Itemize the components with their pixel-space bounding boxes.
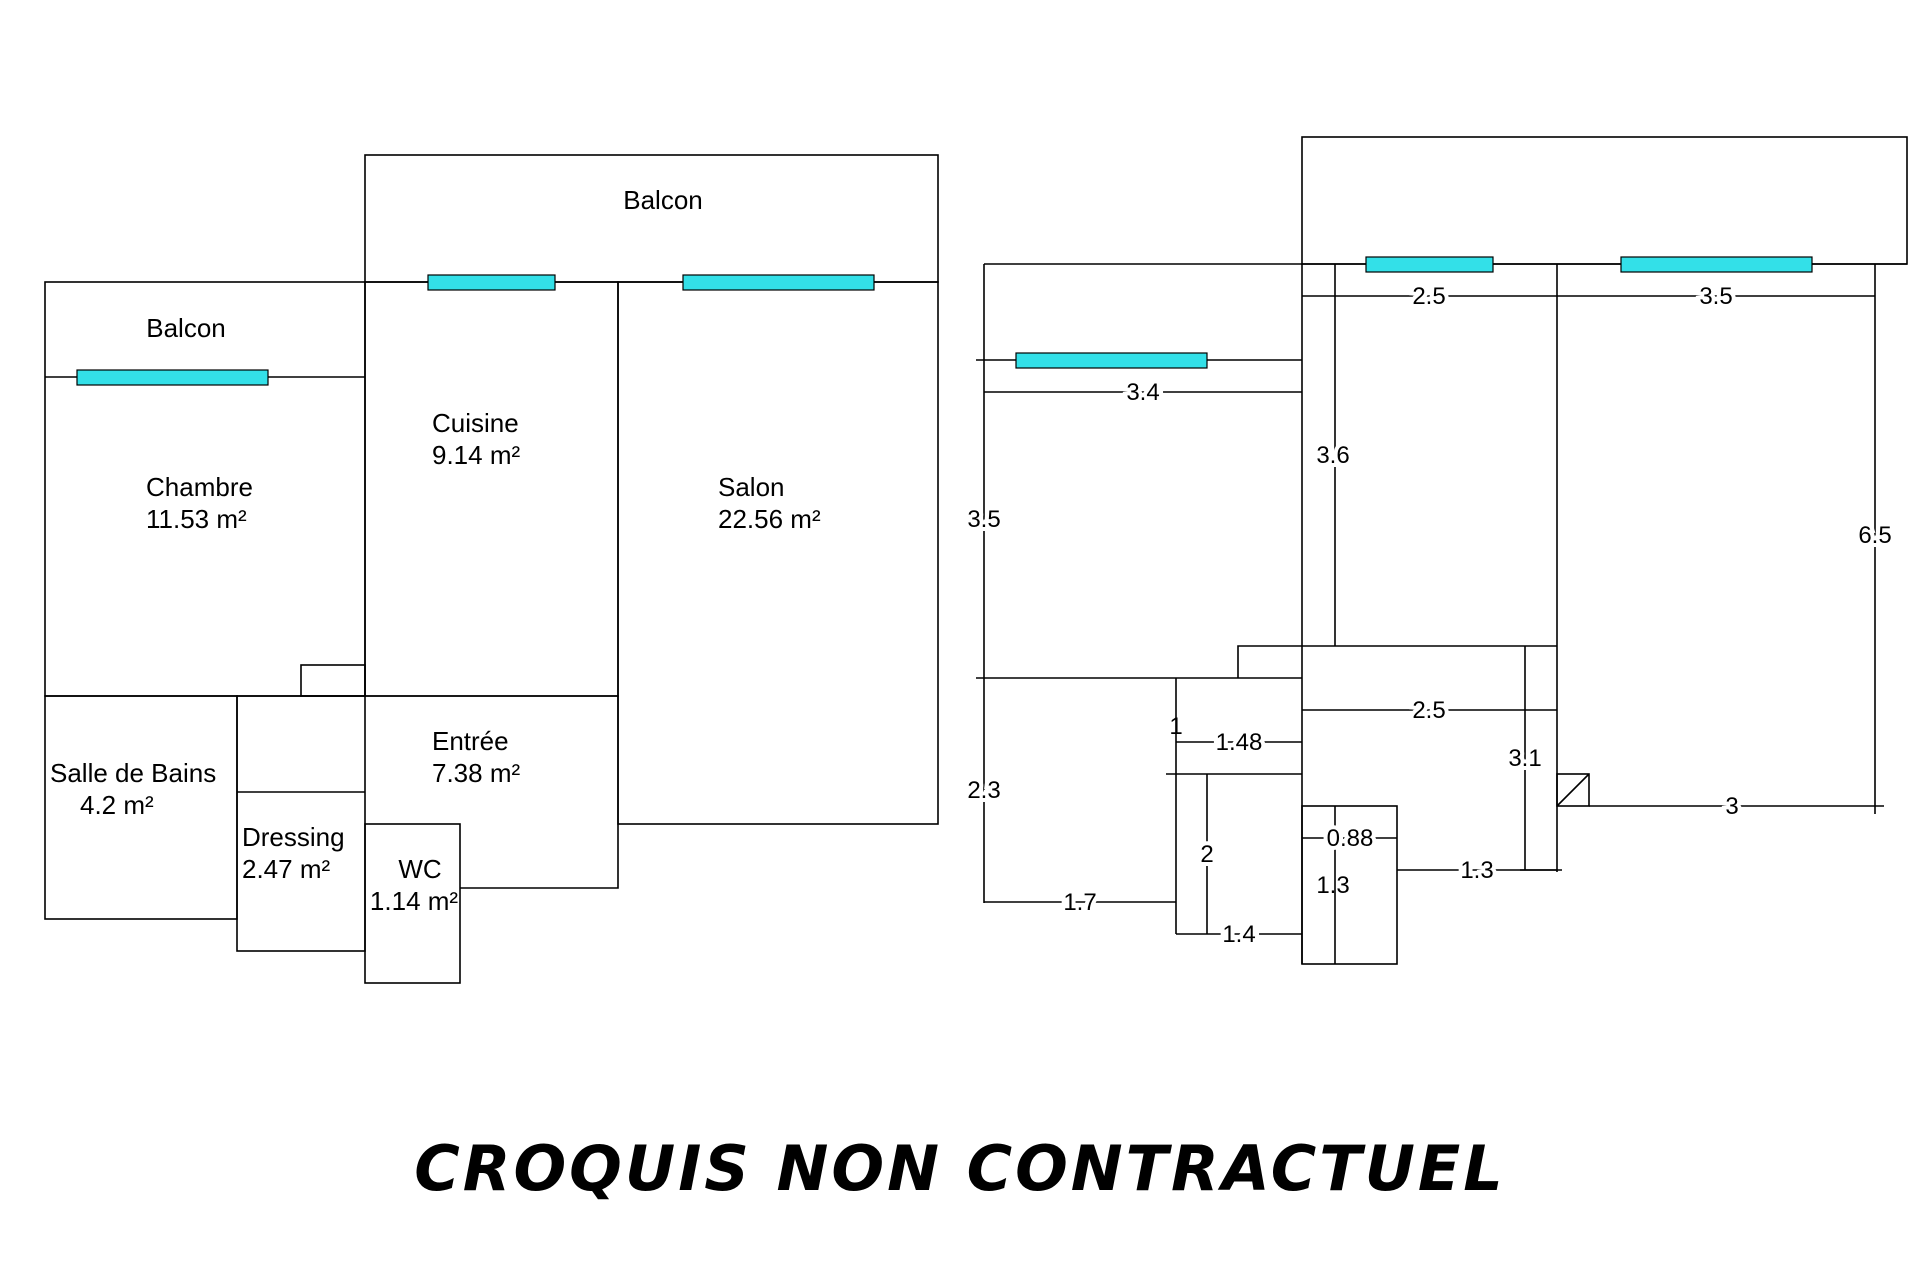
room-area-dressing: 2.47 m²	[242, 854, 330, 884]
room-name-balcon-left: Balcon	[146, 313, 226, 343]
dim-salon-width: 3.5	[1699, 283, 1732, 310]
balcony-outline	[1301, 136, 1908, 265]
room-name-salle-de-bains: Salle de Bains	[50, 758, 216, 788]
room-name-salon: Salon	[718, 472, 785, 502]
wc-outline-dim	[1301, 805, 1398, 965]
window-salon-dim	[1620, 256, 1813, 273]
room-area-chambre: 11.53 m²	[146, 504, 247, 534]
kitchen-bottom-wall	[1237, 645, 1557, 678]
dim-entree-step: 1.3	[1460, 857, 1493, 884]
room-area-salle-de-bains: 4.2 m²	[80, 790, 154, 820]
dim-entree-width: 2.5	[1412, 697, 1445, 724]
left-plan-labels: Balcon Balcon Cuisine 9.14 m² Chambre 11…	[50, 185, 821, 916]
dim-passage-1-48: 1.48	[1216, 729, 1263, 756]
dim-kitchen-depth: 3.6	[1316, 442, 1349, 469]
dim-wc-width: 0.88	[1327, 825, 1374, 852]
entree-outline	[365, 695, 619, 889]
cuisine-outline	[364, 281, 619, 697]
window-salon	[682, 274, 875, 291]
dim-salon-step: 3	[1725, 793, 1738, 820]
room-name-balcon-top: Balcon	[623, 185, 703, 215]
right-plan-dimension-lines	[984, 264, 1884, 935]
dim-entree-depth: 3.1	[1508, 745, 1541, 772]
room-name-dressing: Dressing	[242, 822, 345, 852]
room-name-cuisine: Cuisine	[432, 408, 519, 438]
dim-salon-depth: 6.5	[1858, 522, 1891, 549]
dim-bathroom-width: 1.7	[1063, 889, 1096, 916]
room-area-entree: 7.38 m²	[432, 758, 520, 788]
window-chambre	[76, 369, 269, 386]
disclaimer-caption: CROQUIS NON CONTRACTUEL	[414, 1132, 1506, 1205]
dim-bedroom-depth: 3.5	[967, 506, 1000, 533]
dim-dressing-width: 1.4	[1222, 921, 1255, 948]
closet-outline	[300, 664, 366, 697]
dim-bedroom-width: 3.4	[1126, 379, 1159, 406]
room-name-chambre: Chambre	[146, 472, 253, 502]
left-plan: Balcon Balcon Cuisine 9.14 m² Chambre 11…	[44, 154, 939, 984]
window-bedroom-dim	[1015, 352, 1208, 369]
duct-diagonal	[1556, 773, 1590, 807]
right-plan-windows	[1015, 256, 1813, 369]
right-plan: 2.5 3.5 3.4 3.6 3.5 6.5 2.5 1 1.48 3.1 2…	[963, 136, 1908, 965]
balcony-top-outline	[364, 154, 939, 283]
window-kitchen-dim	[1365, 256, 1494, 273]
window-cuisine	[427, 274, 556, 291]
dim-passage-1: 1	[1169, 713, 1182, 740]
dim-wc-depth: 1.3	[1316, 872, 1349, 899]
wc-outline	[364, 823, 461, 984]
room-area-wc: 1.14 m²	[370, 886, 458, 916]
left-plan-windows	[76, 274, 875, 386]
dim-dressing-depth: 2	[1200, 841, 1213, 868]
salon-outline	[617, 281, 939, 825]
dim-bathroom-depth: 2.3	[967, 777, 1000, 804]
dim-kitchen-width: 2.5	[1412, 283, 1445, 310]
room-name-wc: WC	[398, 854, 441, 884]
room-area-cuisine: 9.14 m²	[432, 440, 520, 470]
right-plan-dimension-labels: 2.5 3.5 3.4 3.6 3.5 6.5 2.5 1 1.48 3.1 2…	[963, 279, 1895, 952]
room-name-entree: Entrée	[432, 726, 509, 756]
duct-box	[1556, 773, 1590, 807]
room-area-salon: 22.56 m²	[718, 504, 821, 534]
